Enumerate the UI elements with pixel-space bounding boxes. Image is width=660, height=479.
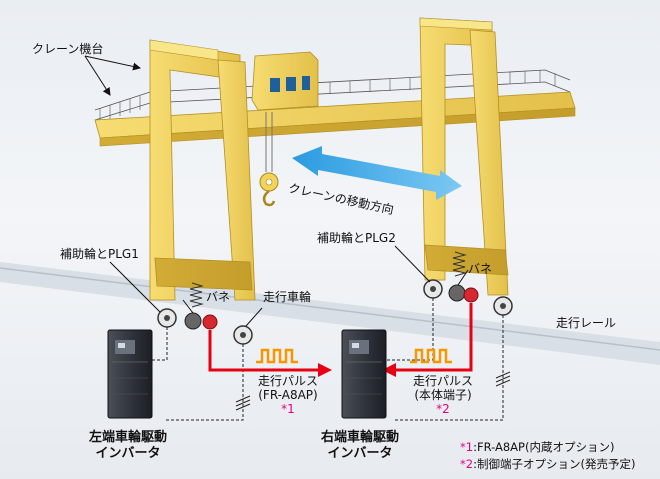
rail-line	[0, 267, 660, 351]
plg1-encoder	[184, 312, 218, 330]
railing-posts	[99, 70, 556, 122]
footnote-2: *2:制御端子オプション(発売予定)	[460, 457, 635, 472]
spring-left	[189, 282, 204, 308]
footnote-2-mark: *2	[460, 457, 474, 471]
cable-ticks	[235, 371, 511, 411]
label-spring-right: バネ	[468, 262, 493, 276]
pulse-left-line2: (FR-A8AP)	[258, 388, 318, 402]
trolley-cab	[251, 51, 319, 111]
left-leg-frame	[149, 39, 256, 301]
pulse-arrow-left-head	[318, 363, 332, 377]
hook	[259, 112, 279, 207]
footnote-1: *1:FR-A8AP(内蔵オプション)	[460, 440, 614, 455]
inverter-right-line2: インバータ	[327, 446, 393, 461]
inverter-left-line2: インバータ	[95, 446, 161, 461]
inverter-right	[341, 329, 387, 419]
wheel-left-aux	[157, 308, 177, 328]
footnote-1-text: :FR-A8AP(内蔵オプション)	[473, 440, 615, 454]
label-rail: 走行レール	[556, 316, 617, 330]
inverter-left	[107, 329, 153, 419]
pulse-left-line1: 走行パルス	[257, 374, 318, 388]
pulse-lines	[208, 303, 473, 372]
walkway-railing	[94, 69, 571, 121]
label-pulse-right: 走行パルス (本体端子) *2	[400, 374, 486, 416]
wheel-right-drive	[493, 296, 513, 316]
pulse-arrow-right-head	[382, 363, 396, 377]
pulse-right-line2: (本体端子)	[414, 388, 472, 402]
move-direction-arrow	[292, 146, 462, 200]
right-leg-frame	[419, 17, 509, 296]
label-pulse-left: 走行パルス (FR-A8AP) *1	[248, 374, 328, 416]
inverter-right-line1: 右端車輪駆動	[320, 430, 399, 445]
spring-right	[452, 251, 467, 277]
wheel-right-aux	[423, 279, 443, 299]
plg2-encoder	[448, 284, 479, 303]
footnote-2-text: :制御端子オプション(発売予定)	[473, 457, 636, 471]
leader-lines	[84, 55, 469, 327]
pulse-right-mark: *2	[436, 402, 450, 416]
wheel-left-drive	[233, 325, 253, 345]
label-aux-plg2: 補助輪とPLG2	[317, 231, 396, 245]
label-crane-base: クレーン機台	[32, 42, 104, 56]
inverter-left-line1: 左端車輪駆動	[88, 430, 167, 445]
label-inverter-right: 右端車輪駆動 インバータ	[300, 430, 420, 462]
pulse-wave-right	[410, 348, 452, 364]
label-inverter-left: 左端車輪駆動 インバータ	[68, 430, 188, 462]
pulse-right-line1: 走行パルス	[412, 374, 473, 388]
label-spring-left: バネ	[206, 290, 231, 304]
pulse-wave-left	[256, 348, 298, 364]
pulse-left-mark: *1	[281, 402, 295, 416]
label-aux-plg1: 補助輪とPLG1	[60, 247, 139, 261]
footnote-1-mark: *1	[460, 440, 474, 454]
label-drive-wheel: 走行車輪	[263, 290, 312, 304]
rail-band	[0, 262, 660, 365]
